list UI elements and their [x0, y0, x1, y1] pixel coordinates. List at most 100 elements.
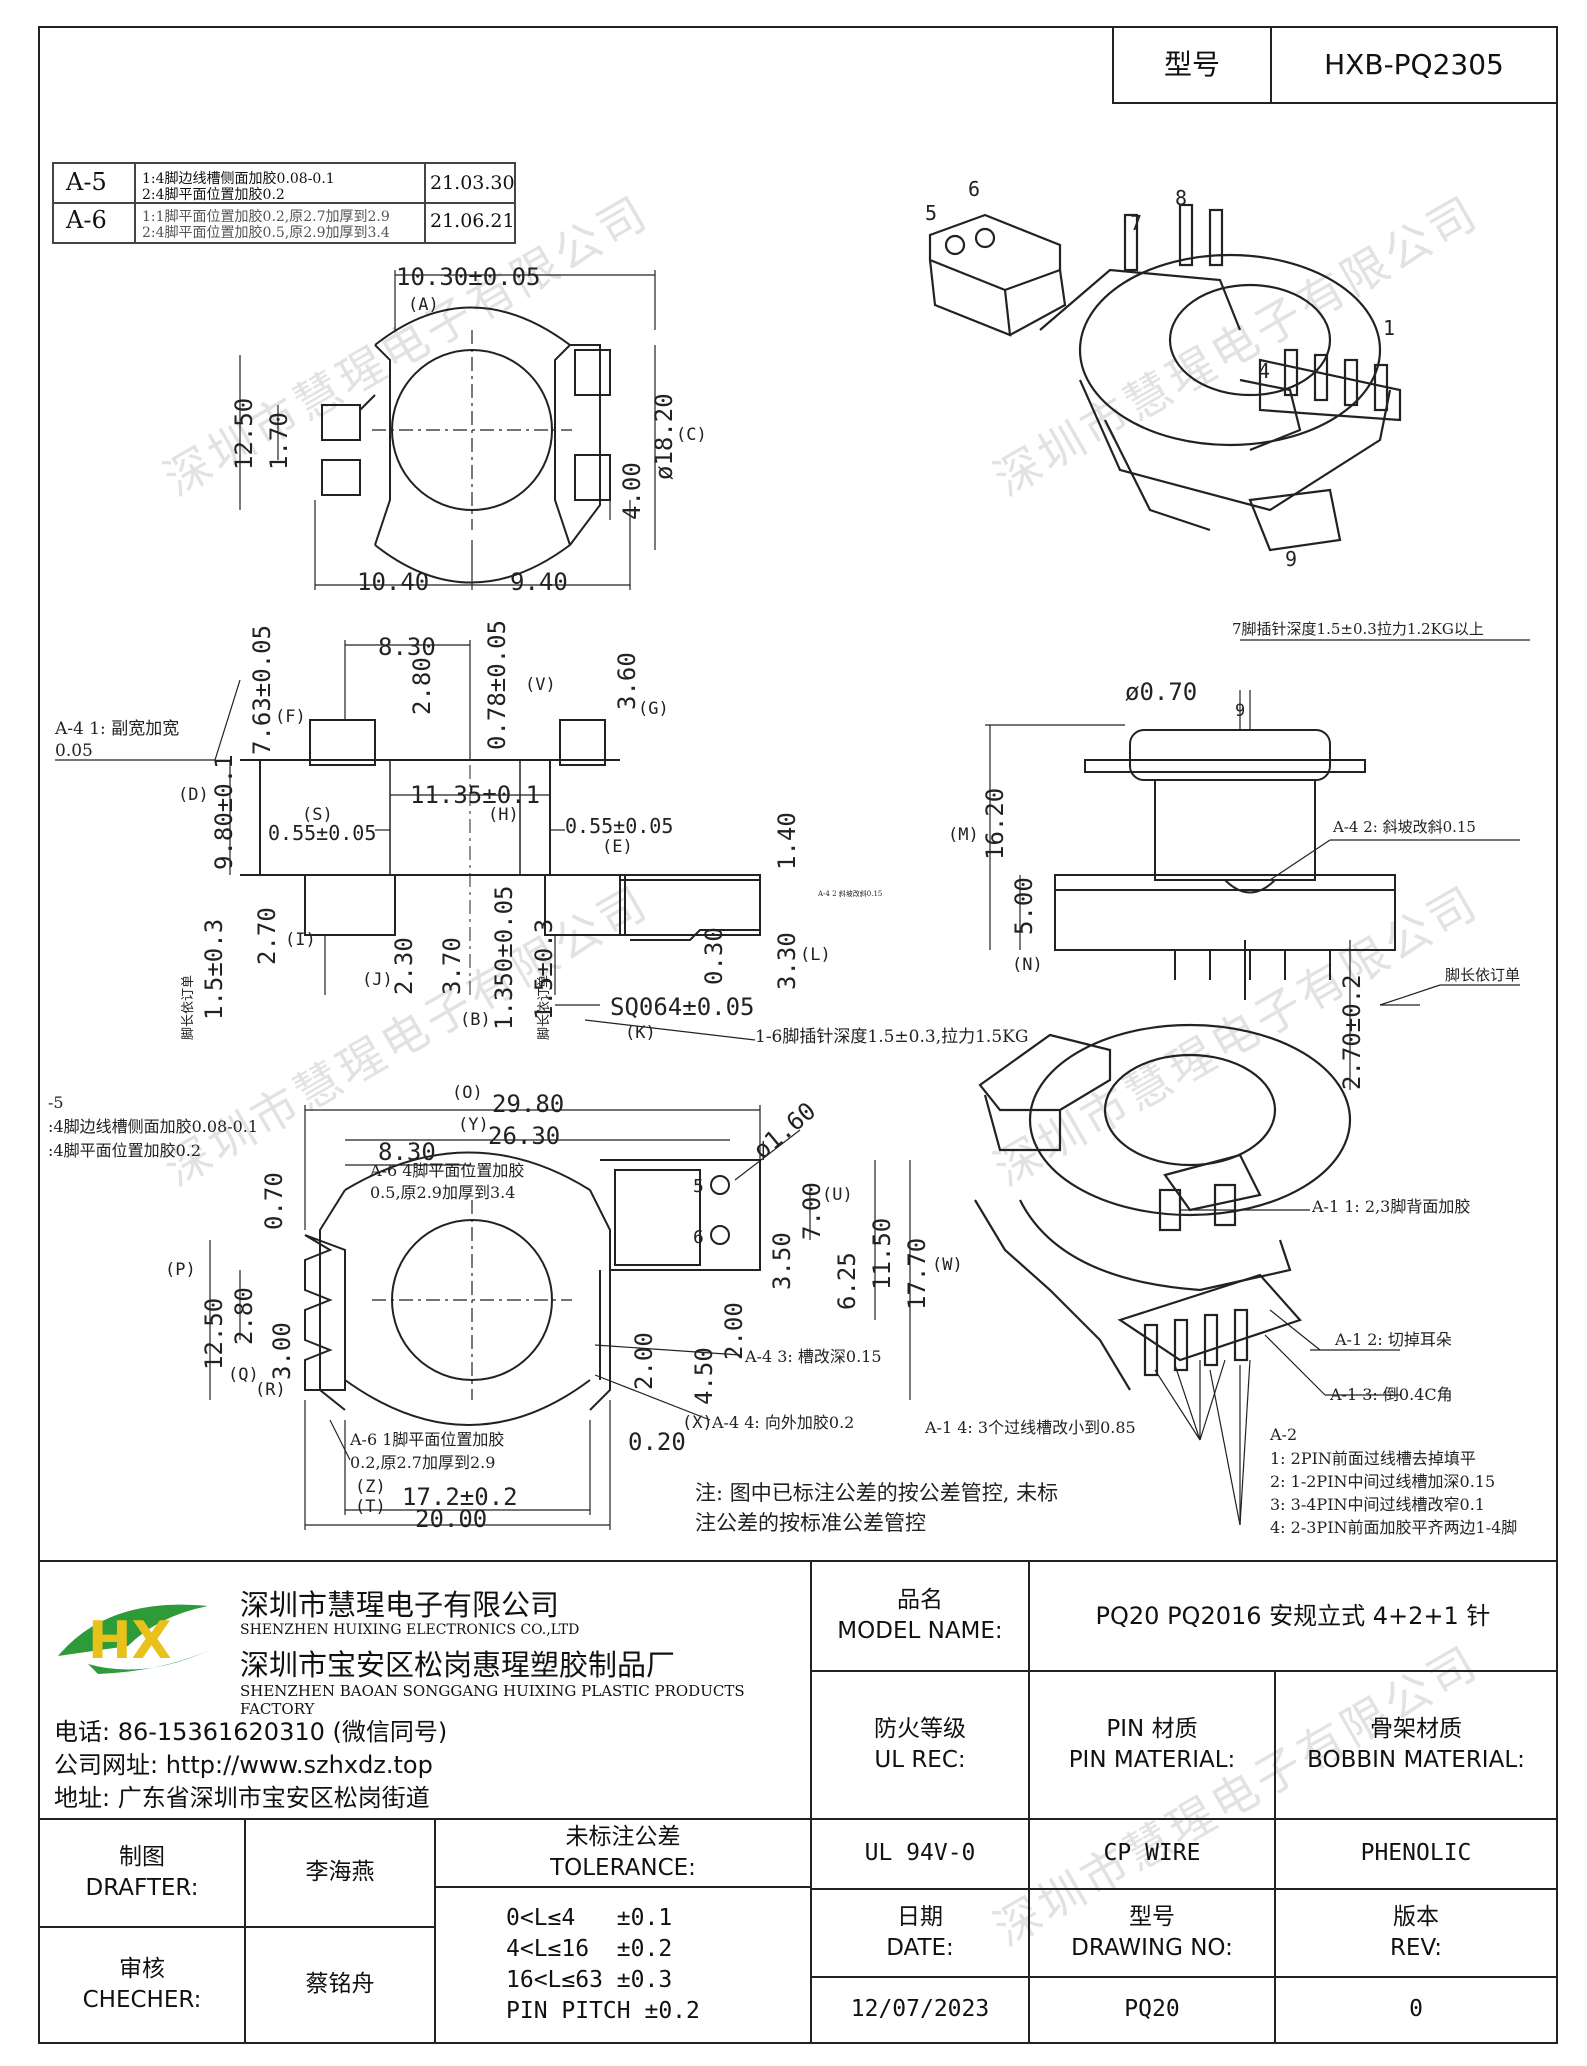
company-website: 公司网址: http://www.szhxdz.top	[54, 1751, 433, 1779]
date-value: 12/07/2023	[810, 1976, 1030, 2044]
company-phone: 电话: 86-15361620310 (微信同号)	[54, 1718, 448, 1746]
dim-label: 3.60	[613, 652, 641, 710]
dim-label: 0.78±0.05	[483, 620, 511, 750]
note: 4: 2-3PIN前面加胶平齐两边1-4脚	[1270, 1518, 1517, 1537]
tolerance-line: 0<L≤4 ±0.1	[506, 1904, 673, 1931]
iso-view-bottom	[974, 1023, 1400, 1526]
dim-label: 3.50	[768, 1232, 796, 1290]
dim-label: 3.70	[438, 937, 466, 995]
pin-material-value: CP WIRE	[1028, 1818, 1276, 1890]
dim-label: 11.35±0.1	[410, 781, 540, 809]
note: 1-6脚插针深度1.5±0.3,拉力1.5KG	[755, 1027, 1028, 1047]
dim-label: 2.70±0.2	[1338, 974, 1366, 1090]
dim-label: 12.50	[200, 1298, 228, 1370]
dim-label: 1.5±0.3	[200, 919, 228, 1020]
company-name-en: SHENZHEN HUIXING ELECTRONICS CO.,LTD	[240, 1622, 580, 1638]
dim-label: 2.70	[253, 907, 281, 965]
drafter-value: 李海燕	[244, 1818, 436, 1928]
dim-label: 7.63±0.05	[248, 625, 276, 755]
revision-text: 2:4脚平面位置加胶0.5,原2.9加厚到3.4	[142, 225, 390, 241]
dim-label: 9	[1235, 701, 1245, 721]
revision-text: 2:4脚平面位置加胶0.2	[142, 187, 285, 203]
dim-label: (E)	[602, 837, 633, 857]
dim-label: ø0.70	[1125, 678, 1197, 706]
dim-label: (H)	[488, 805, 519, 825]
dim-label: 2.00	[630, 1332, 658, 1390]
pin-label: 6	[968, 177, 980, 201]
header-model-value: HXB-PQ2305	[1270, 26, 1558, 104]
fire-rating-value: UL 94V-0	[810, 1818, 1030, 1890]
factory-name-en: SHENZHEN BAOAN SONGGANG HUIXING PLASTIC …	[240, 1682, 745, 1718]
dim-label: (P)	[165, 1260, 196, 1280]
dim-label: 17.70	[903, 1238, 931, 1310]
dim-label: (J)	[362, 970, 393, 990]
dim-label: 29.80	[492, 1090, 564, 1118]
dim-label: (A)	[408, 295, 439, 315]
dim-label: 脚长依订单	[536, 975, 552, 1040]
dim-label: 16.20	[981, 788, 1009, 860]
dim-label: 脚长依订单	[180, 975, 196, 1040]
pin-label: 8	[1175, 186, 1187, 210]
dim-label: 26.30	[488, 1122, 560, 1150]
dim-label: 9.40	[510, 568, 568, 596]
dim-label: (G)	[638, 699, 669, 719]
pin-label: 5	[925, 201, 937, 225]
pin-label: 4	[1258, 359, 1270, 383]
revision-code: A-5	[66, 168, 107, 196]
dim-label: (U)	[822, 1185, 853, 1205]
dim-label: (Y)	[458, 1115, 489, 1135]
dim-label: (O)	[452, 1083, 483, 1103]
dim-label: 5	[693, 1176, 704, 1197]
dim-label: 12.50	[230, 398, 258, 470]
revision-code: A-6	[66, 206, 107, 234]
dim-label: 10.40	[357, 568, 429, 596]
company-block: HX 深圳市慧瑆电子有限公司 SHENZHEN HUIXING ELECTRON…	[40, 1562, 810, 1820]
model-name-value: PQ20 PQ2016 安规立式 4+2+1 针	[1028, 1560, 1558, 1672]
dim-label: 1.5±0.3	[530, 919, 558, 1020]
dim-label: (X)	[682, 1413, 713, 1433]
dim-label: (V)	[525, 675, 556, 695]
dim-label: (W)	[932, 1255, 963, 1275]
dim-label: (B)	[460, 1010, 491, 1030]
dim-label: 2.30	[390, 937, 418, 995]
dim-label: (N)	[1012, 955, 1043, 975]
note: A-1 4: 3个过线槽改小到0.85	[924, 1418, 1136, 1437]
dim-label: 17.2±0.2	[402, 1483, 518, 1511]
note: A-1 2: 切掉耳朵	[1334, 1330, 1452, 1349]
bottom-view-notes: -5 :4脚边线槽侧面加胶0.08-0.1 :4脚平面位置加胶0.2 A-6 4…	[48, 1093, 1058, 1535]
revision-text: 1:4脚边线槽侧面加胶0.08-0.1	[142, 171, 335, 187]
note: 3: 3-4PIN中间过线槽改窄0.1	[1270, 1495, 1485, 1514]
bottom-view	[209, 1105, 911, 1530]
dim-label: 11.50	[868, 1218, 896, 1290]
note: A-4 2 斜坡改斜0.15	[817, 889, 882, 898]
dim-label: 1.40	[773, 812, 801, 870]
dim-label: 9.80±0.1	[210, 754, 238, 870]
iso-view-top	[928, 203, 1402, 552]
top-view	[239, 270, 656, 590]
dim-label: 20.00	[415, 1505, 487, 1533]
dim-label: ø1.60	[748, 1097, 821, 1165]
note: A-1 1: 2,3脚背面加胶	[1311, 1197, 1470, 1216]
dim-label: (Q)	[228, 1365, 259, 1385]
note: A-4 1: 副宽加宽	[54, 719, 179, 739]
pin-label: 1	[1383, 316, 1395, 340]
dim-label: 2.00	[720, 1302, 748, 1360]
note: 脚长依订单	[1445, 966, 1520, 984]
dim-label: (D)	[178, 785, 209, 805]
title-block-top-border	[38, 1560, 1558, 1562]
tolerance-table: 0<L≤4 ±0.1 4<L≤16 ±0.2 16<L≤63 ±0.3 PIN …	[434, 1886, 812, 2044]
dim-label: 1.350±0.05	[490, 886, 518, 1031]
dim-label: (T)	[355, 1497, 386, 1517]
note: :4脚边线槽侧面加胶0.08-0.1	[48, 1117, 258, 1136]
drawing-no-value: PQ20	[1028, 1976, 1276, 2044]
logo-text: HX	[88, 1611, 172, 1671]
